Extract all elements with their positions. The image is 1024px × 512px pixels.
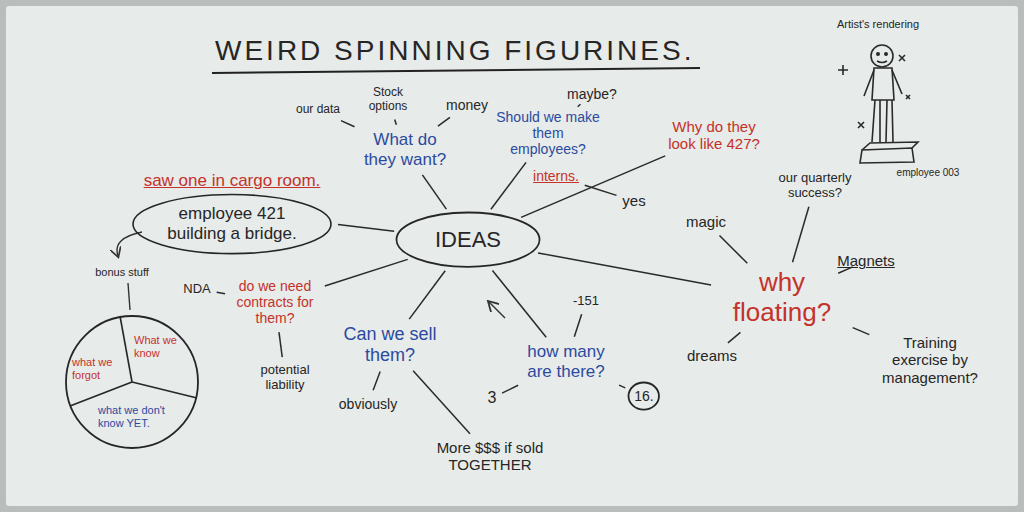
node-text: money [446, 97, 488, 113]
text-node: 3 [486, 387, 499, 409]
node-text: interns. [533, 168, 579, 184]
sketch-arrow [489, 302, 505, 318]
text-node: Training exercise by management? [873, 332, 987, 388]
text-node: magic [684, 211, 728, 232]
sketch-arrow [117, 232, 142, 256]
node-text: Stock options [357, 86, 419, 114]
branch-line [409, 271, 445, 319]
note-label: employee 003 [897, 167, 960, 178]
branch-line [585, 185, 617, 195]
text-node: NDA [181, 280, 212, 299]
text-node: maybe? [565, 84, 619, 104]
text-node: potential liability [247, 361, 323, 395]
branch-line [438, 117, 450, 126]
branch-line [578, 104, 581, 106]
text-node: do we need contracts for them? [229, 276, 321, 328]
note-label: Artist's rendering [837, 18, 919, 30]
text-node: how many are there? [514, 340, 618, 383]
branch-line [492, 270, 546, 337]
title-text: WEIRD SPINNING FIGURINES. [215, 36, 694, 67]
node-text: 16. [634, 388, 653, 404]
branch-line [619, 385, 625, 388]
branch-line [521, 156, 665, 218]
node-text: yes [622, 192, 645, 209]
node-text: Why do they look like 427? [657, 118, 772, 153]
branch-line [728, 332, 741, 342]
branch-line [719, 235, 747, 263]
node-text: NDA [183, 282, 210, 297]
figurine-sketch [838, 45, 918, 163]
branch-line [491, 162, 526, 209]
node-text: why floating? [717, 268, 847, 328]
branch-line [793, 207, 809, 262]
branch-line [538, 253, 711, 285]
node-text: 3 [488, 389, 497, 407]
text-node: interns. [531, 166, 581, 186]
node-text: What do they want? [358, 130, 453, 169]
text-node: Stock options [355, 84, 421, 116]
node-text: Training exercise by management? [875, 334, 985, 386]
pie-chart: What we knowwhat we forgotwhat we don't … [64, 314, 200, 450]
node-text: Can we sell them? [335, 324, 445, 365]
bubble-node: saw one in cargo room.employee 421 build… [130, 169, 334, 256]
node-text: our data [296, 103, 341, 117]
node-text: obviously [339, 396, 397, 412]
branch-line [341, 121, 355, 127]
node-text: IDEAS [435, 227, 501, 252]
node-text: More $$$ if sold TOGETHER [400, 439, 580, 474]
branch-line [422, 175, 446, 209]
text-node: Why do they look like 427? [655, 116, 774, 155]
node-text: magic [686, 213, 726, 230]
node-text: our quarterly success? [770, 171, 860, 201]
ellipse-node: IDEAS [395, 211, 541, 268]
branch-line [325, 259, 408, 286]
ellipse-node: 16. [627, 381, 660, 411]
node-text: potential liability [249, 363, 321, 393]
text-node: -151 [571, 292, 601, 311]
node-text: -151 [573, 294, 599, 309]
text-node: money [444, 95, 490, 115]
text-node: What do they want? [356, 128, 455, 171]
branch-line [279, 332, 282, 357]
node-text: saw one in cargo room. [132, 171, 332, 195]
node-text: Magnets [837, 252, 895, 269]
node-text: Should we make them employees? [493, 109, 603, 157]
node-text: employee 421 building a bridge. [135, 194, 329, 253]
branch-line [395, 120, 397, 125]
node-outline [64, 314, 200, 450]
text-node: why floating? [715, 266, 849, 330]
branch-line [373, 371, 380, 390]
node-text: dreams [687, 347, 737, 364]
text-node: Magnets [835, 250, 897, 271]
text-node: yes [620, 190, 647, 211]
text-node: our data [294, 101, 343, 119]
branch-line [338, 225, 394, 232]
text-node: our quarterly success? [768, 169, 862, 203]
text-node: More $$$ if sold TOGETHER [398, 437, 582, 476]
title-underline [212, 68, 700, 73]
text-node: dreams [685, 345, 739, 366]
node-text: how many are there? [516, 342, 616, 381]
node-text: do we need contracts for them? [231, 278, 319, 326]
branch-line [574, 314, 581, 336]
branch-line [217, 292, 225, 293]
text-node: obviously [337, 394, 399, 414]
node-text: maybe? [567, 86, 617, 102]
branch-line [853, 328, 870, 335]
leader-line [128, 283, 130, 310]
note-label: bonus stuff [95, 266, 149, 278]
text-node: Should we make them employees? [491, 107, 605, 159]
text-node: Can we sell them? [333, 322, 447, 367]
branch-line [413, 371, 470, 434]
branch-line [502, 385, 518, 393]
